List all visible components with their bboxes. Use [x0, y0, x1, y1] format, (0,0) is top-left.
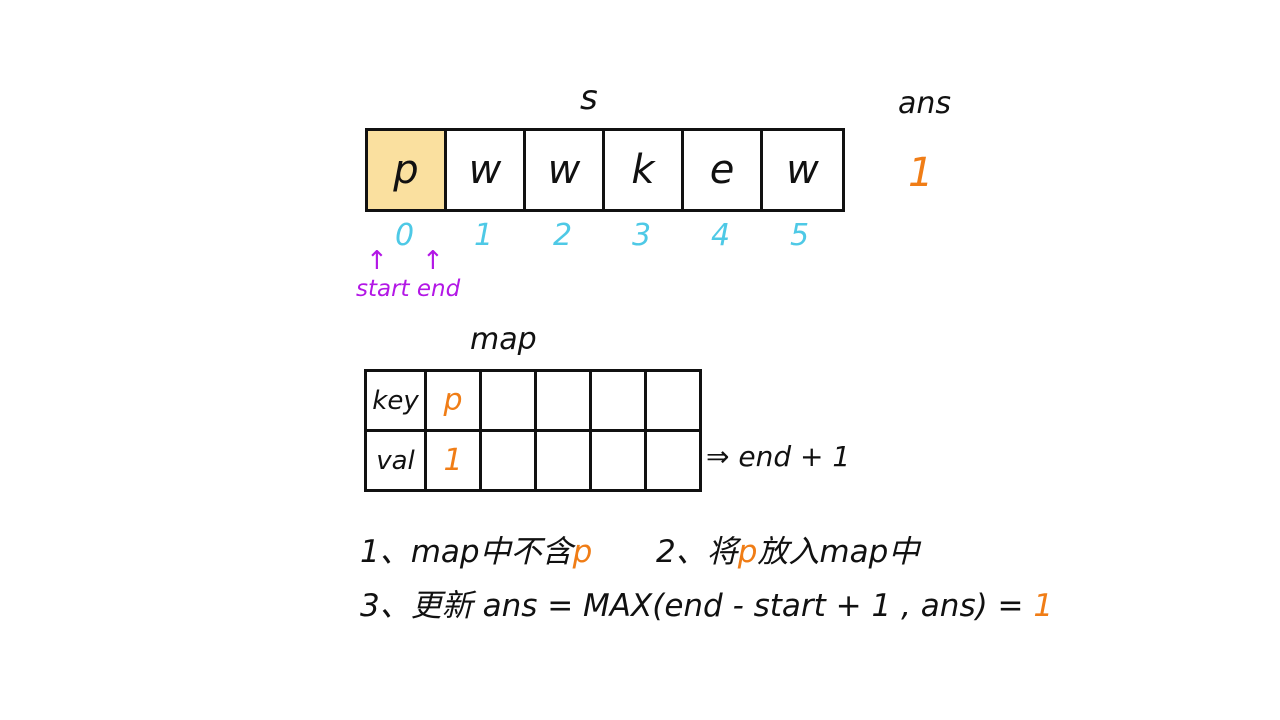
array-cell: w — [786, 147, 819, 193]
map-val-cell — [479, 429, 537, 492]
array-cell: w — [447, 131, 526, 209]
array-cell: p — [368, 131, 447, 209]
map-key-cell — [644, 369, 702, 432]
step-1-text: 1、map中不含 — [360, 534, 573, 570]
step-3: 3、更新 ans = MAX(end - start + 1 , ans) = … — [360, 580, 1053, 625]
map-key-cell — [589, 369, 647, 432]
map-val-row: val 1 — [364, 429, 702, 492]
step-2-char: p — [737, 534, 758, 570]
map-val-header: val — [364, 429, 427, 492]
string-array: p w w k e w — [365, 128, 845, 212]
map-key-cell: p — [424, 369, 482, 432]
map-table: key p val 1 — [364, 369, 702, 492]
array-index: 3 — [631, 218, 652, 253]
end-arrow-icon: ↑ — [422, 246, 444, 276]
array-indices: 0 1 2 3 4 5 — [365, 218, 839, 253]
array-index: 4 — [710, 218, 731, 253]
ans-label: ans — [898, 86, 952, 121]
map-key-cell — [479, 369, 537, 432]
array-index: 2 — [552, 218, 573, 253]
step-3-value: 1 — [1033, 588, 1054, 624]
map-val-cell — [644, 429, 702, 492]
map-key-row: key p — [364, 369, 702, 432]
end-label: end — [416, 276, 461, 302]
array-cell: k — [605, 131, 684, 209]
step-2-suffix: 放入map中 — [757, 534, 920, 570]
map-val-note: ⇒ end + 1 — [706, 440, 851, 473]
array-cell: w — [526, 131, 605, 209]
map-val-cell — [534, 429, 592, 492]
step-1: 1、map中不含p — [360, 526, 592, 571]
map-val-cell: 1 — [424, 429, 482, 492]
step-2-prefix: 2、将 — [656, 534, 738, 570]
array-index: 5 — [789, 218, 810, 253]
array-cell: e — [684, 131, 763, 209]
array-index: 0 — [394, 218, 415, 253]
map-label: map — [470, 322, 537, 357]
map-val-cell — [589, 429, 647, 492]
array-index: 1 — [473, 218, 494, 253]
map-key-header: key — [364, 369, 427, 432]
start-label: start — [356, 276, 410, 302]
pointer-labels: start end — [356, 276, 460, 302]
step-1-char: p — [572, 534, 593, 570]
step-3-text: 3、更新 ans = MAX(end - start + 1 , ans) = — [360, 588, 1024, 624]
ans-value: 1 — [908, 150, 934, 196]
map-key-cell — [534, 369, 592, 432]
array-label: s — [580, 78, 598, 118]
step-2: 2、将p放入map中 — [656, 526, 919, 571]
start-arrow-icon: ↑ — [366, 246, 388, 276]
